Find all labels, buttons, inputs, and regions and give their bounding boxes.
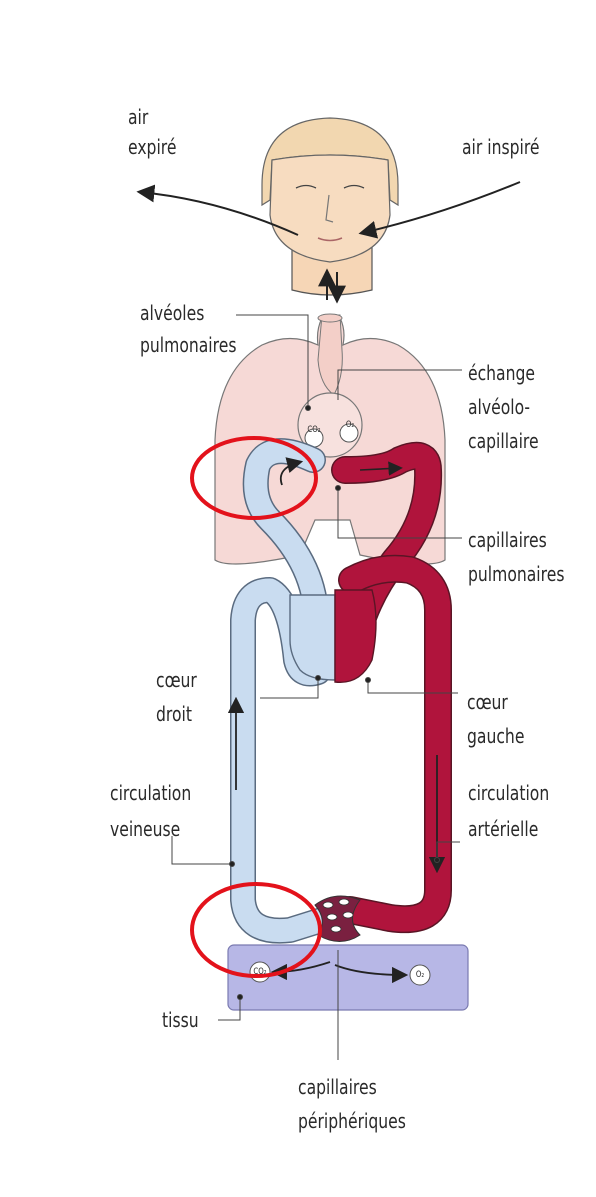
face xyxy=(270,155,390,262)
o2-symbol-tissue: O₂ xyxy=(411,969,430,981)
o2-symbol-lung: O₂ xyxy=(341,419,360,431)
co2-symbol-tissue: CO₂ xyxy=(251,966,270,978)
label-air-inspired: air inspiré xyxy=(462,132,540,162)
co2-symbol-lung: CO₂ xyxy=(305,424,324,436)
human-head xyxy=(262,118,398,300)
label-tissue: tissu xyxy=(162,1005,199,1035)
left-heart xyxy=(335,590,376,682)
